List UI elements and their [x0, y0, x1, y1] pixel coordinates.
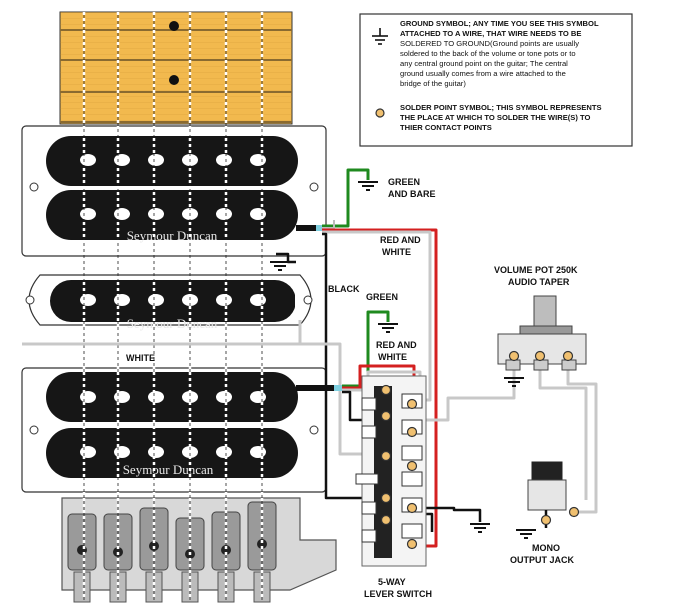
solder-point: [406, 426, 418, 438]
ground-icon: [378, 323, 398, 333]
label-green: GREEN: [366, 292, 398, 302]
solder-point: [380, 410, 392, 422]
solder-point: [562, 350, 574, 362]
legend-ground-line: soldered to the back of the volume or to…: [400, 49, 576, 58]
bridge-humbucker: Seymour Duncan: [21, 367, 327, 493]
label-green-and-bare-line2: AND BARE: [388, 189, 436, 199]
ground-icon: [470, 523, 490, 533]
ground-symbols: [270, 181, 536, 539]
label-mono-jack-line1: MONO: [532, 543, 560, 553]
label-white: WHITE: [126, 353, 155, 363]
legend-ground-line: bridge of the guitar): [400, 79, 466, 88]
solder-point: [508, 350, 520, 362]
solder-point: [380, 514, 392, 526]
solder-point: [406, 398, 418, 410]
pickup-brand-label: Seymour Duncan: [123, 462, 214, 477]
solder-points: [380, 350, 580, 550]
solder-point: [534, 350, 546, 362]
legend-ground-line: any central ground point on the guitar; …: [400, 59, 568, 68]
label-black: BLACK: [328, 284, 360, 294]
solder-legend-icon: [375, 108, 385, 118]
legend-solder-title: SOLDER POINT SYMBOL; THIS SYMBOL REPRESE…: [400, 103, 602, 112]
ground-legend-icon: [372, 28, 388, 45]
label-switch-line1: 5-WAY: [378, 577, 406, 587]
legend-ground-line: ground usually comes from a wire attache…: [400, 69, 566, 78]
solder-point: [406, 538, 418, 550]
solder-point: [406, 502, 418, 514]
solder-point: [380, 450, 392, 462]
label-green-and-bare-line1: GREEN: [388, 177, 420, 187]
fret-marker-dot: [169, 75, 179, 85]
legend-solder-line: THE PLACE AT WHICH TO SOLDER THE WIRE(S)…: [400, 113, 590, 122]
label-switch-line2: LEVER SWITCH: [364, 589, 432, 599]
ground-icon: [516, 529, 536, 539]
label-volume-pot-line1: VOLUME POT 250K: [494, 265, 578, 275]
solder-point: [540, 514, 552, 526]
legend-ground-title: GROUND SYMBOL; ANY TIME YOU SEE THIS SYM…: [400, 19, 599, 28]
solder-point: [380, 492, 392, 504]
label-mono-jack-line2: OUTPUT JACK: [510, 555, 575, 565]
ground-icon: [504, 377, 524, 387]
ground-icon: [270, 261, 290, 271]
label-red-and-white-top-line1: RED AND: [380, 235, 421, 245]
ground-icon: [358, 181, 378, 191]
solder-point: [380, 384, 392, 396]
label-red-and-white-top-line2: WHITE: [382, 247, 411, 257]
legend-ground-line: SOLDERED TO GROUND(Ground points are usu…: [400, 39, 579, 48]
wires: [22, 168, 598, 548]
legend-ground-line: ATTACHED TO A WIRE, THAT WIRE NEEDS TO B…: [400, 29, 581, 38]
fret-marker-dot: [169, 21, 179, 31]
pickup-brand-label: Seymour Duncan: [127, 316, 218, 331]
solder-point: [568, 506, 580, 518]
label-red-and-white-bottom-line2: WHITE: [378, 352, 407, 362]
middle-single-coil: Seymour Duncan: [25, 274, 313, 331]
labels: GREEN AND BARE RED AND WHITE BLACK GREEN…: [126, 177, 578, 599]
legend-solder-line: THIER CONTACT POINTS: [400, 123, 492, 132]
tremolo-bridge: [61, 497, 337, 603]
label-red-and-white-bottom-line1: RED AND: [376, 340, 417, 350]
legend-box: GROUND SYMBOL; ANY TIME YOU SEE THIS SYM…: [359, 13, 633, 147]
pickup-brand-label: Seymour Duncan: [127, 228, 218, 243]
fretboard: [59, 11, 293, 125]
solder-point: [406, 460, 418, 472]
label-volume-pot-line2: AUDIO TAPER: [508, 277, 570, 287]
mono-output-jack: [527, 461, 567, 528]
neck-humbucker: Seymour Duncan: [21, 125, 327, 257]
